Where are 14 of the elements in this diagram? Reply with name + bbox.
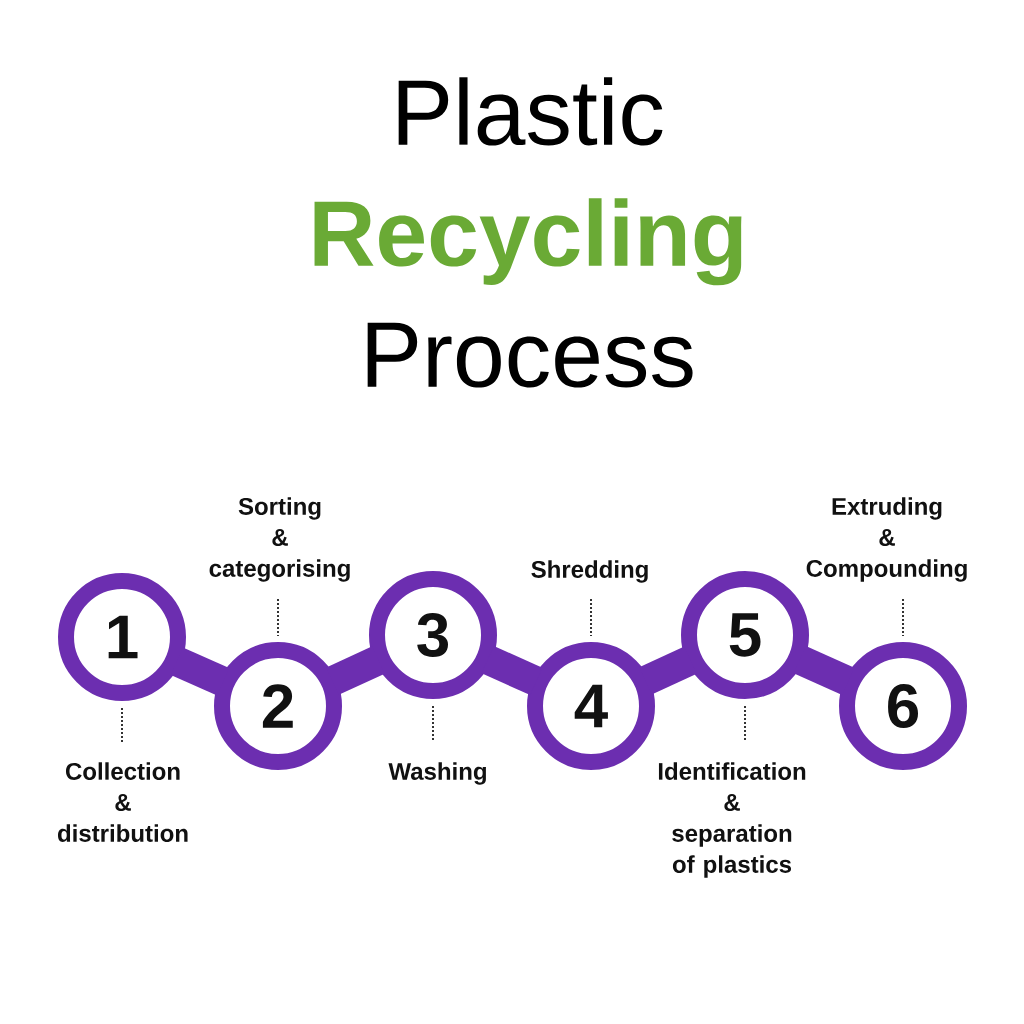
step-label: Shredding bbox=[531, 560, 648, 583]
step-label: Sorting & categorising bbox=[209, 497, 350, 582]
leader-line bbox=[432, 703, 434, 741]
leader-line bbox=[121, 705, 123, 743]
leader-line bbox=[902, 598, 904, 637]
title: Plastic Recycling Process bbox=[314, 77, 742, 388]
step-label: Washing bbox=[388, 762, 486, 785]
step-label: Collection & distribution bbox=[58, 762, 188, 842]
step-label: Identification & separation of plastics bbox=[658, 762, 806, 878]
connector-band bbox=[170, 647, 230, 696]
leader-line bbox=[277, 598, 279, 637]
leader-line bbox=[590, 598, 592, 637]
step-label: Extruding & Compounding bbox=[806, 497, 967, 582]
leader-line bbox=[744, 703, 746, 741]
